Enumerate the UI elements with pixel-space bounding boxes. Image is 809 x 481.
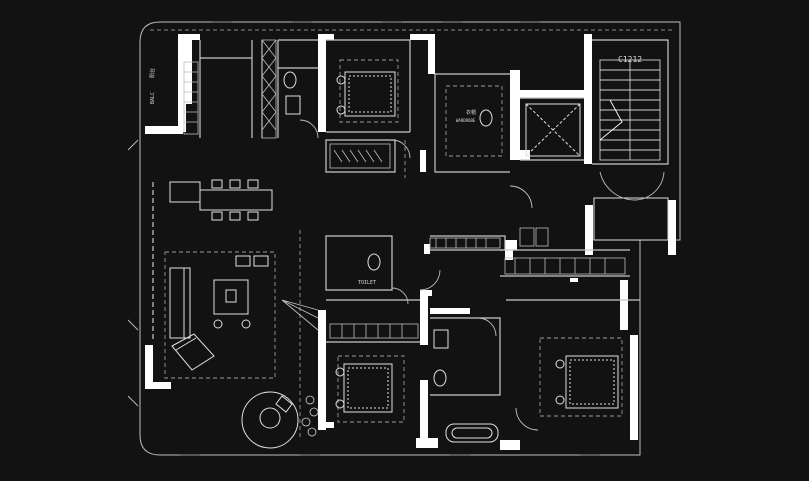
bed-icon <box>555 355 619 409</box>
dining-table-icon <box>169 179 273 221</box>
window-markers <box>180 21 600 456</box>
outer-boundary <box>139 21 681 456</box>
toilet-label: TOILET <box>358 280 376 286</box>
elevator-icon <box>525 103 669 241</box>
door-swings <box>127 119 665 431</box>
plant-icon <box>301 395 319 437</box>
dashed-zones <box>164 59 623 440</box>
bed-icon <box>336 71 396 117</box>
stair-icon <box>599 59 661 161</box>
balcony-label-bottom: BALC <box>150 92 156 104</box>
toilet-icon <box>283 71 493 387</box>
wardrobe-label-cn: 衣帽 <box>466 109 476 116</box>
bathtub-icon <box>445 423 499 443</box>
stair-code-label: C1212 <box>618 55 642 64</box>
bed-icon <box>335 363 393 413</box>
balcony-label-top: 阳台 <box>149 68 156 78</box>
walls <box>145 34 676 450</box>
wardrobe-label-en: WARDROBE <box>456 118 476 123</box>
cabinets <box>183 39 626 339</box>
sofa-icon <box>169 255 269 339</box>
round-table-icon <box>241 391 299 449</box>
lounge-chair-icon <box>171 333 215 371</box>
